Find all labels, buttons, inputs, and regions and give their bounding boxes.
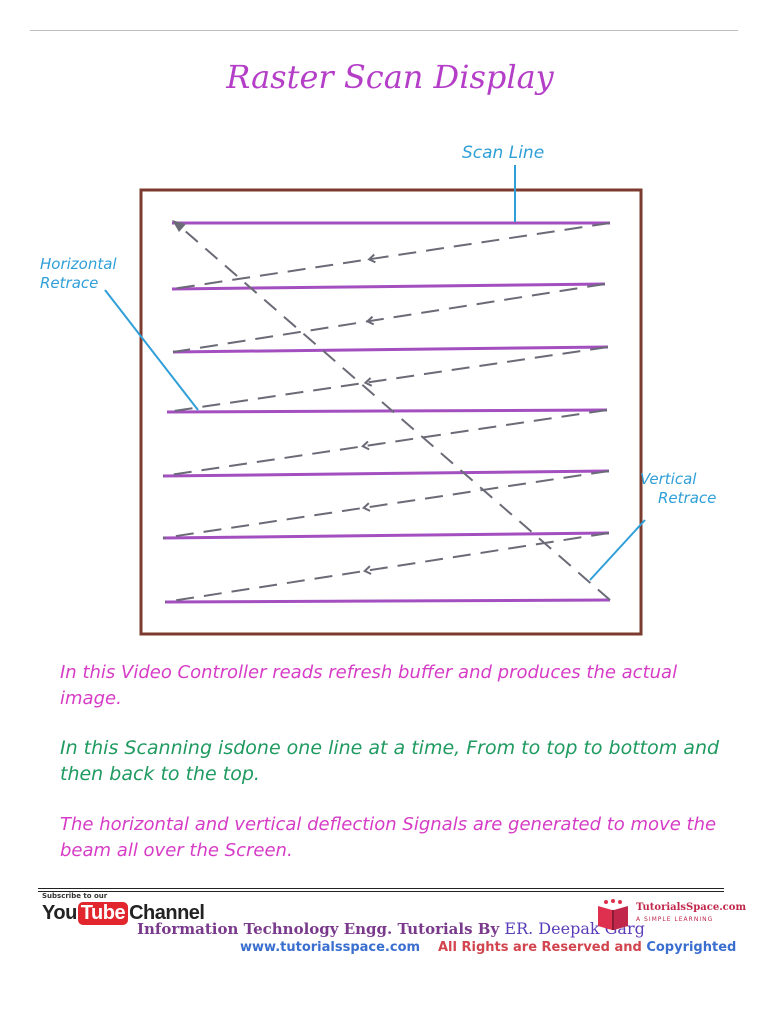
screen-frame [139, 188, 643, 636]
footer-rule-top [38, 888, 724, 889]
horizontal-retrace-3 [166, 346, 609, 413]
scan-line-7 [164, 598, 611, 604]
scan-lines-group [162, 221, 611, 604]
book-icon [598, 899, 628, 930]
horizontal-retrace-group [162, 222, 611, 603]
footer-main-text: Information Technology Engg. Tutorials B… [137, 920, 500, 938]
horizontal-retrace-label: Horizontal Retrace [40, 255, 117, 292]
tutorialsspace-logo[interactable]: TutorialsSpace.com A SIMPLE LEARNING [596, 896, 746, 936]
scan-line-2 [171, 282, 606, 291]
youtube-subscribe-text: Subscribe to our [42, 892, 108, 900]
top-rule [30, 30, 738, 31]
retrace-arrow-5 [361, 502, 371, 512]
scan-line-3 [172, 345, 609, 354]
retrace-arrow-3 [363, 377, 373, 387]
scan-line-4 [166, 408, 608, 414]
scan-line-5 [162, 469, 610, 478]
footer-credit: Information Technology Engg. Tutorials B… [137, 919, 645, 938]
footer-rights-suffix: Copyrighted [646, 940, 737, 955]
horizontal-retrace-callout-leader [104, 289, 199, 411]
vertical-retrace-label-line2: Retrace [658, 489, 717, 507]
vertical-retrace-label-line1: Vertical [640, 470, 697, 488]
scan-line-6 [162, 531, 610, 540]
retrace-arrow-4 [361, 440, 370, 451]
raster-scan-diagram [104, 165, 646, 636]
logo-tagline: A SIMPLE LEARNING [636, 916, 714, 923]
youtube-tube: Tube [77, 902, 129, 925]
retrace-arrow-2 [365, 315, 375, 326]
horizontal-retrace-2 [172, 283, 606, 353]
retrace-arrow-1 [367, 253, 376, 264]
note-scanning: In this Scanning isdone one line at a ti… [60, 737, 720, 785]
note-video-controller: In this Video Controller reads refresh b… [60, 662, 678, 709]
diagram-title: Raster Scan Display [226, 58, 554, 96]
footer-rule-bottom [38, 891, 724, 892]
footer-website-link[interactable]: www.tutorialsspace.com [240, 940, 421, 955]
youtube-you: You [42, 902, 77, 924]
retrace-arrow-6 [363, 565, 372, 575]
horizontal-retrace-1 [171, 222, 611, 290]
scan-line-label: Scan Line [462, 143, 545, 163]
vertical-retrace-line [175, 222, 611, 601]
horizontal-retrace-6 [164, 532, 610, 603]
vertical-retrace-arrowhead [172, 220, 186, 232]
footer-rights-prefix: All Rights are Reserved and [438, 940, 642, 955]
footer-rights: All Rights are Reserved and Copyrighted [438, 940, 736, 955]
youtube-channel: Channel [129, 902, 205, 924]
horizontal-retrace-4 [162, 409, 608, 477]
vertical-retrace-callout-leader [589, 519, 646, 581]
note-deflection: The horizontal and vertical deflection S… [60, 814, 717, 861]
vertical-retrace-label: Vertical Retrace [640, 470, 750, 508]
logo-name: TutorialsSpace.com [636, 902, 747, 913]
horizontal-retrace-5 [162, 470, 610, 539]
